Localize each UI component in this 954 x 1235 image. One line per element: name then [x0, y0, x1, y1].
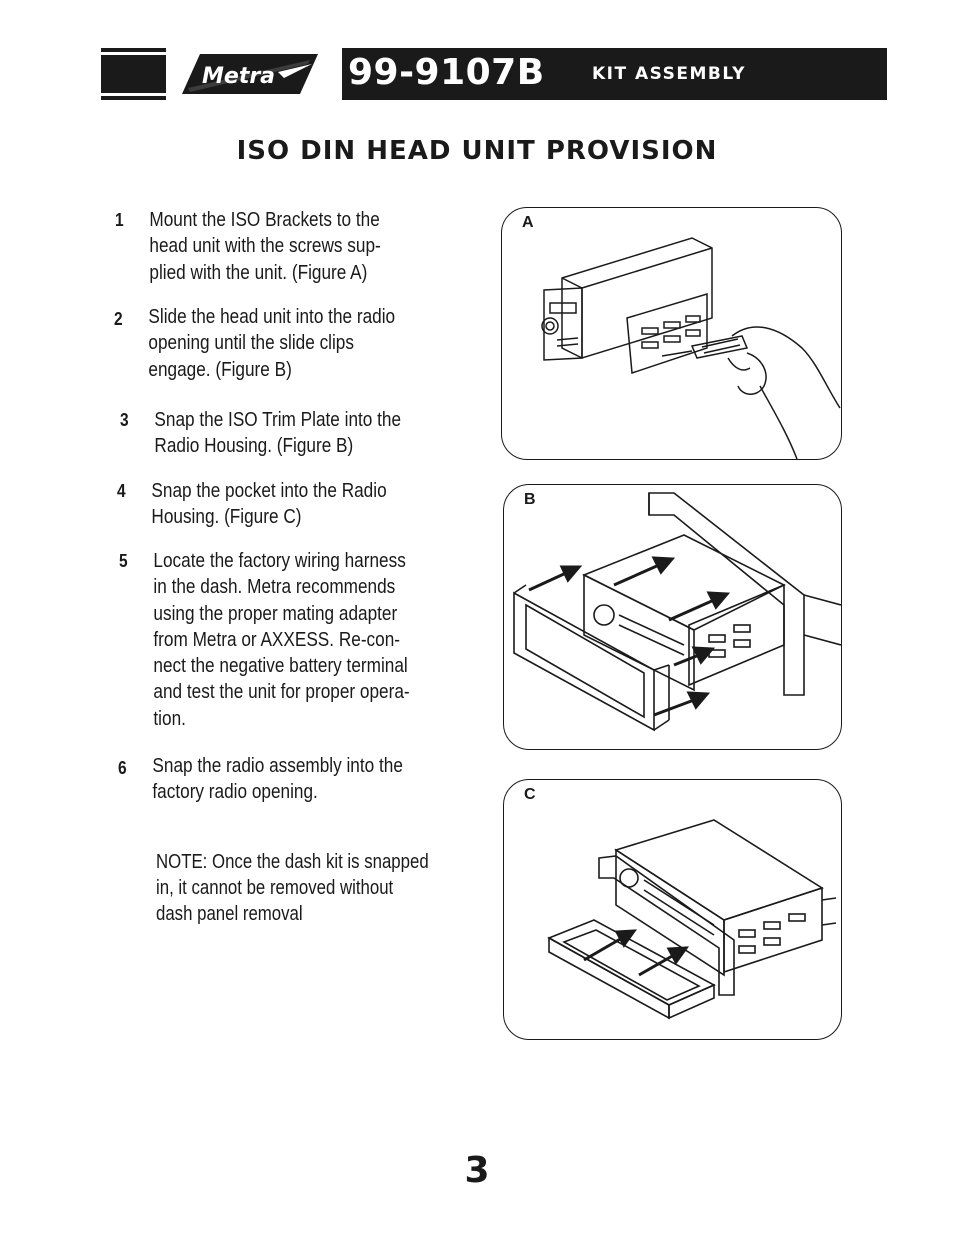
step-text: Locate the factory wiring harness in the…	[153, 550, 410, 730]
figure-a: A	[501, 207, 842, 460]
step-number: 1	[115, 210, 124, 230]
step-number: 3	[120, 410, 129, 430]
step-number: 4	[117, 481, 126, 501]
figure-label: B	[524, 491, 536, 508]
figure-c: C	[503, 779, 842, 1040]
head-unit-bracket-illustration	[541, 237, 841, 459]
step-text: Slide the head unit into the radio openi…	[148, 306, 396, 381]
figure-label: C	[524, 786, 536, 803]
section-title: KIT ASSEMBLY	[592, 64, 746, 84]
header-bar: 99-9107B KIT ASSEMBLY	[342, 48, 887, 100]
page-title: ISO DIN HEAD UNIT PROVISION	[236, 136, 718, 166]
step-text: Snap the radio assembly into the factory…	[152, 755, 403, 804]
step-number: 2	[114, 309, 123, 329]
step-text: Snap the pocket into the Radio Housing. …	[151, 480, 387, 529]
note-text: NOTE: Once the dash kit is snapped in, i…	[156, 851, 429, 925]
step-text: Snap the ISO Trim Plate into the Radio H…	[154, 409, 402, 458]
radio-housing-illustration	[513, 492, 841, 732]
step-number: 6	[118, 758, 127, 778]
header-block	[101, 48, 166, 100]
svg-text:Metra: Metra	[202, 64, 275, 89]
step-number: 5	[119, 551, 128, 571]
figure-b: B	[503, 484, 842, 750]
metra-logo: Metra	[182, 54, 318, 94]
page-number: 3	[464, 1150, 490, 1191]
pocket-assembly-illustration	[547, 819, 837, 1020]
figure-label: A	[522, 214, 534, 231]
step-text: Mount the ISO Brackets to the head unit …	[149, 209, 381, 284]
model-number: 99-9107B	[348, 52, 545, 93]
